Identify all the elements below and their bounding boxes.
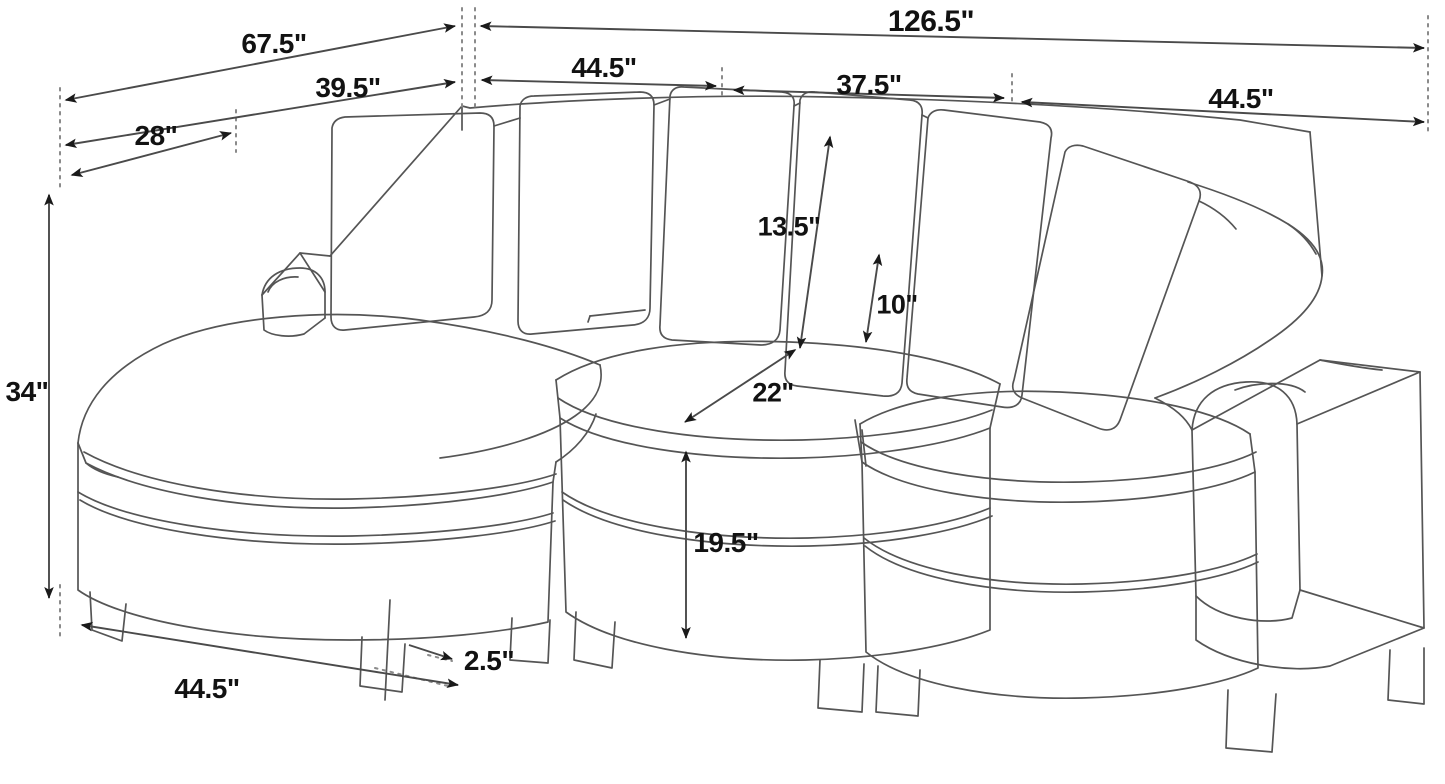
sofa-seat-center-front [555,379,1001,460]
sofa-seat-divider [854,419,863,463]
chaise-leg-front-left [359,636,406,693]
sofa-outline-group [77,86,1425,753]
chaise-base-box [77,442,554,641]
chaise-base-upper-seam-2 [79,499,556,545]
sofa-seat-right-front [859,423,1256,504]
dimline-left-module-width [480,75,717,91]
dim-label-chaise-depth-total: 67.5" [241,28,307,59]
back-cushion-5 [905,108,1053,409]
chaise-base-upper-seam [77,491,554,537]
back-cushion-base-tab-1 [589,309,646,317]
dim-label-overall-height: 34" [5,376,49,407]
dim-label-leg-height: 2.5" [463,645,515,676]
right-arm-front-panel [1191,429,1301,622]
chaise-arm-base [261,294,326,337]
sofa-base-center-seam-2 [562,499,993,548]
dimension-lines-group [44,21,1425,689]
dim-label-seat-height: 19.5" [693,527,759,558]
right-arm-inner [1191,381,1301,591]
sofa-base-right-seam-2 [864,545,1259,594]
back-cushion-gap-2 [653,98,671,106]
right-arm-inner-crease [1234,382,1306,393]
chaise-base-corner-crease [384,599,391,701]
sofa-back-top-left-rail [329,105,463,257]
sofa-back-top-rail [461,95,1311,133]
dimline-leg-height [408,644,453,661]
sofa-leg-right-left [875,665,921,717]
dimline-seat-depth [684,349,797,423]
back-cushion-base-tab-1b [587,315,591,323]
sofa-base-center-seam [561,491,991,540]
dimline-pillow-overlap [862,253,883,343]
sofa-leg-center-left [573,611,616,669]
throw-pillow-right [1011,144,1202,431]
right-back-post [1309,131,1323,277]
dimline-overall-width [479,21,1425,53]
dimline-chaise-depth-inner [64,79,456,149]
sofa-seat-center-welt [557,397,993,442]
sofa-base-right [861,461,1259,700]
sofa-leg-right-front [1225,689,1277,753]
dim-label-seat-depth: 22" [752,377,794,408]
dim-label-chaise-depth-inner: 39.5" [315,72,381,103]
dim-label-back-cushion-height: 13.5" [757,211,821,242]
chaise-arm-back-top [261,252,331,296]
chaise-cushion-front-seam [77,442,557,509]
chaise-arm-back-fold [299,252,326,293]
throw-pillow-right-fold [1198,200,1237,230]
dim-label-left-module-width: 44.5" [571,52,637,83]
dim-label-right-module-width: 44.5" [1208,83,1274,114]
dimline-center-module-width [732,85,1005,103]
right-arm-base-box [1195,595,1425,670]
dimline-right-module-width [1020,97,1425,127]
throw-pillow-right-crease [1287,223,1317,255]
chaise-cushion-left-fold [85,462,119,478]
chaise-arm-inner-line [267,276,299,293]
right-arm-top-crease [1319,359,1383,371]
sofa-seat-divider-2 [861,429,867,467]
sofa-leg-center-right [817,659,865,713]
chaise-cushion-right-edge [439,364,602,459]
chaise-arm-rest [261,267,326,319]
back-cushion-4 [784,90,924,397]
chaise-cushion-welt [83,451,557,500]
chaise-leg-front-right [509,617,551,664]
sofa-base-right-seam [863,537,1258,586]
dim-label-overall-width: 126.5" [887,5,975,38]
sofa-seat-right-top [859,390,1251,435]
dimline-chaise-width [80,621,459,689]
sofa-seat-center-top [555,340,1001,385]
back-cushion-1 [330,112,495,331]
dim-label-center-module-width: 37.5" [836,69,902,100]
back-cushion-gap-1 [493,117,521,127]
right-arm-outer-panel [1296,371,1425,629]
back-cushion-gap-4 [921,114,929,119]
chaise-cushion-top-edge [77,313,601,444]
dim-label-chaise-overhang: 28" [134,120,178,151]
sofa-base-center [559,417,991,662]
right-pillow-to-arm [1154,397,1193,431]
dim-label-pillow-overlap: 10" [876,289,918,320]
dim-label-chaise-width: 44.5" [174,673,240,704]
chaise-cushion-right-welt [555,413,597,463]
sofa-seat-right-welt [860,441,1257,484]
throw-pillow-right-outer [1154,181,1324,399]
dimline-chaise-overhang [70,131,232,177]
back-cushion-gap-3 [793,102,801,107]
right-arm-leg-rear [1387,647,1425,705]
back-cushion-2 [517,91,655,335]
dimline-back-cushion-height [796,135,834,349]
